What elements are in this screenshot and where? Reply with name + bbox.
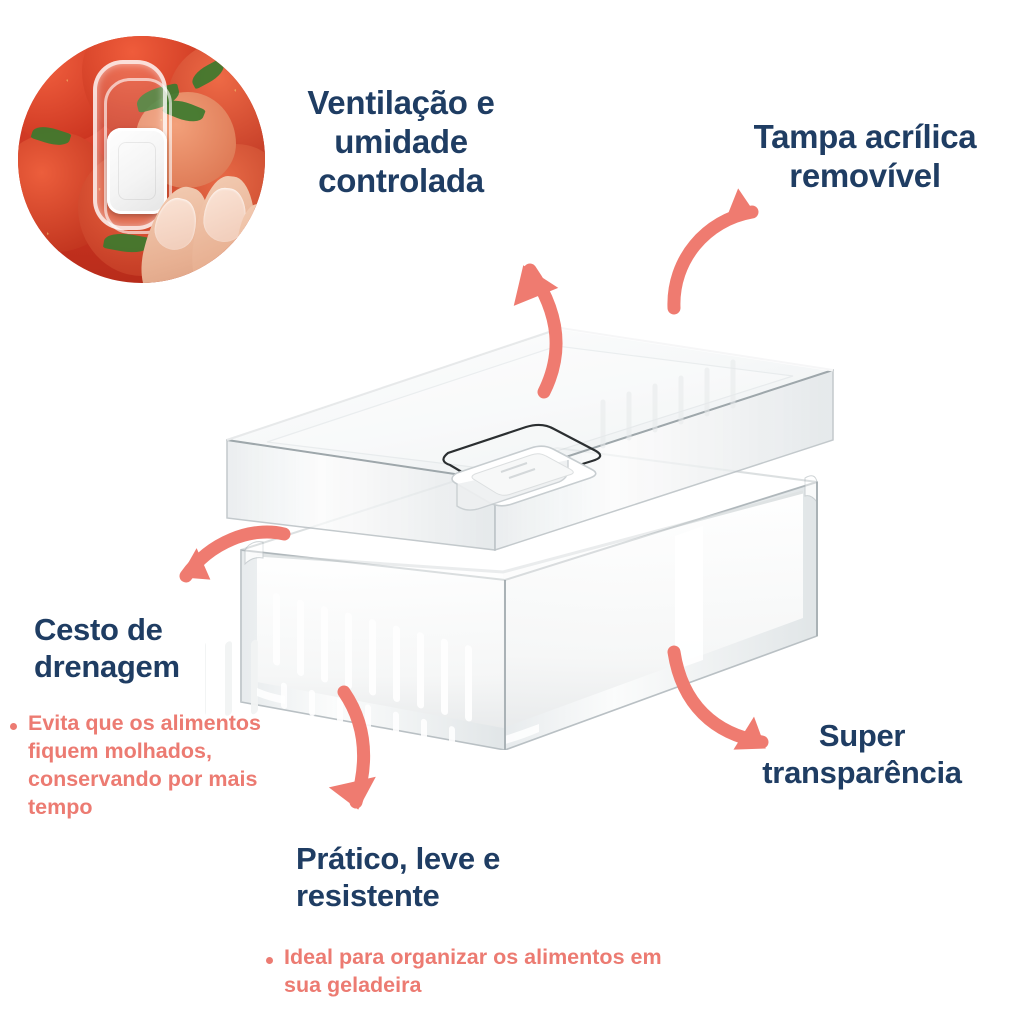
arrow-to-transparencia	[652, 638, 812, 768]
vent-cap	[442, 423, 602, 511]
bullet-item: Evita que os alimentos fiquem molhados, …	[6, 710, 272, 822]
organizador-geladeira	[205, 250, 855, 750]
bullet-item: Ideal para organizar os alimentos em sua…	[262, 944, 682, 1000]
feature-heading-transparencia: Super transparência	[762, 718, 962, 790]
arrow-to-ventilacao	[470, 206, 620, 399]
feature-bullets-pratico: Ideal para organizar os alimentos em sua…	[262, 944, 682, 1000]
vent-slider-icon	[107, 128, 167, 214]
arrow-to-pratico	[298, 684, 408, 834]
feature-heading-tampa: Tampa acrílica removível	[753, 118, 977, 194]
lid	[226, 326, 834, 552]
arrow-to-cesto	[148, 518, 298, 638]
arrow-to-tampa	[636, 176, 796, 316]
strawberry-vent-photo	[18, 36, 265, 283]
feature-heading-ventilacao: Ventilação e umidade controlada	[307, 84, 495, 199]
feature-bullets-cesto: Evita que os alimentos fiquem molhados, …	[6, 710, 272, 822]
feature-heading-cesto: Cesto de drenagem	[34, 612, 180, 684]
drainage-basket	[205, 490, 804, 750]
feature-heading-pratico: Prático, leve e resistente	[296, 841, 501, 913]
vent-frame-inner-icon	[104, 78, 172, 234]
